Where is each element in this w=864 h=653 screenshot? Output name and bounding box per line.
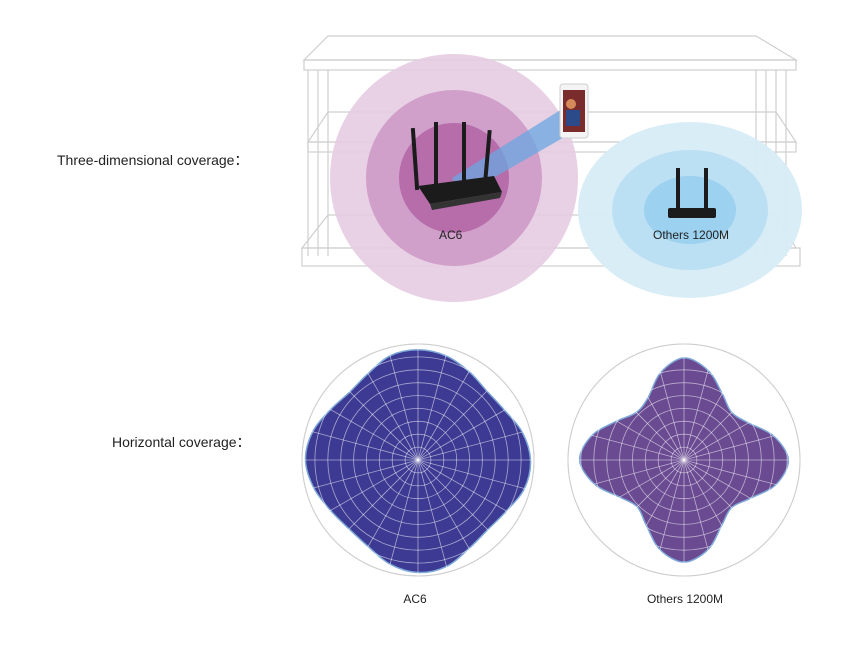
ac6-grid-spoke bbox=[417, 359, 477, 461]
ac6-grid-spoke bbox=[335, 459, 419, 543]
other-outer-ring-outline bbox=[567, 343, 801, 577]
other-grid-spoke bbox=[683, 459, 785, 519]
ac6-outer-ring-outline bbox=[301, 343, 535, 577]
ac6-router-icon bbox=[410, 122, 502, 210]
other-grid-spoke bbox=[683, 359, 743, 461]
horizontal-coverage-label: Horizontal coverage： bbox=[112, 434, 251, 450]
other-3d-label: Others 1200M bbox=[653, 228, 730, 242]
ac6-grid-spoke bbox=[359, 459, 419, 561]
ac6-grid-spoke bbox=[317, 459, 419, 519]
other-grid-spoke bbox=[625, 459, 685, 561]
ac6-grid-spoke bbox=[417, 459, 519, 519]
ac6-grid-spoke bbox=[387, 459, 419, 573]
ac6-grid-spoke bbox=[417, 459, 477, 561]
other-polar-chart bbox=[567, 343, 801, 577]
ac6-grid-spoke bbox=[359, 359, 419, 461]
ac6-grid-spoke bbox=[417, 459, 449, 573]
ac6-grid-spoke bbox=[317, 401, 419, 461]
ac6-3d-label: AC6 bbox=[439, 228, 463, 242]
ac6-grid-spoke bbox=[417, 401, 519, 461]
other-grid-spoke bbox=[583, 401, 685, 461]
other-grid-spoke bbox=[683, 459, 767, 543]
ac6-grid-spoke bbox=[305, 459, 419, 491]
ac6-grid-spoke bbox=[305, 429, 419, 461]
other-grid-spoke bbox=[653, 347, 685, 461]
other-grid-spoke bbox=[683, 401, 785, 461]
other-grid-spoke bbox=[683, 347, 715, 461]
ac6-grid-spoke bbox=[335, 377, 419, 461]
ac6-grid-spoke bbox=[417, 459, 531, 491]
other-grid-spoke bbox=[683, 377, 767, 461]
other-grid-spoke bbox=[571, 429, 685, 461]
ac6-grid-spoke bbox=[417, 347, 449, 461]
other-grid-spoke bbox=[583, 459, 685, 519]
phone-icon bbox=[559, 83, 589, 139]
other-polar-label: Others 1200M bbox=[646, 592, 724, 606]
other-grid-spoke bbox=[683, 429, 797, 461]
three-dimensional-coverage-label: Three-dimensional coverage： bbox=[57, 152, 249, 168]
other-grid-spoke bbox=[625, 359, 685, 461]
ac6-grid-spoke bbox=[387, 347, 419, 461]
other-grid-spoke bbox=[601, 459, 685, 543]
other-grid-spoke bbox=[653, 459, 685, 573]
ac6-polar-chart bbox=[301, 343, 535, 577]
ac6-grid-spoke bbox=[417, 429, 531, 461]
ac6-polar-label: AC6 bbox=[403, 592, 427, 606]
other-router-icon bbox=[668, 168, 716, 218]
ac6-grid-spoke bbox=[417, 459, 501, 543]
ac6-grid-spoke bbox=[417, 377, 501, 461]
other-grid-spoke bbox=[571, 459, 685, 491]
other-grid-spoke bbox=[683, 459, 797, 491]
other-grid-spoke bbox=[601, 377, 685, 461]
other-grid-spoke bbox=[683, 459, 743, 561]
other-grid-spoke bbox=[683, 459, 715, 573]
